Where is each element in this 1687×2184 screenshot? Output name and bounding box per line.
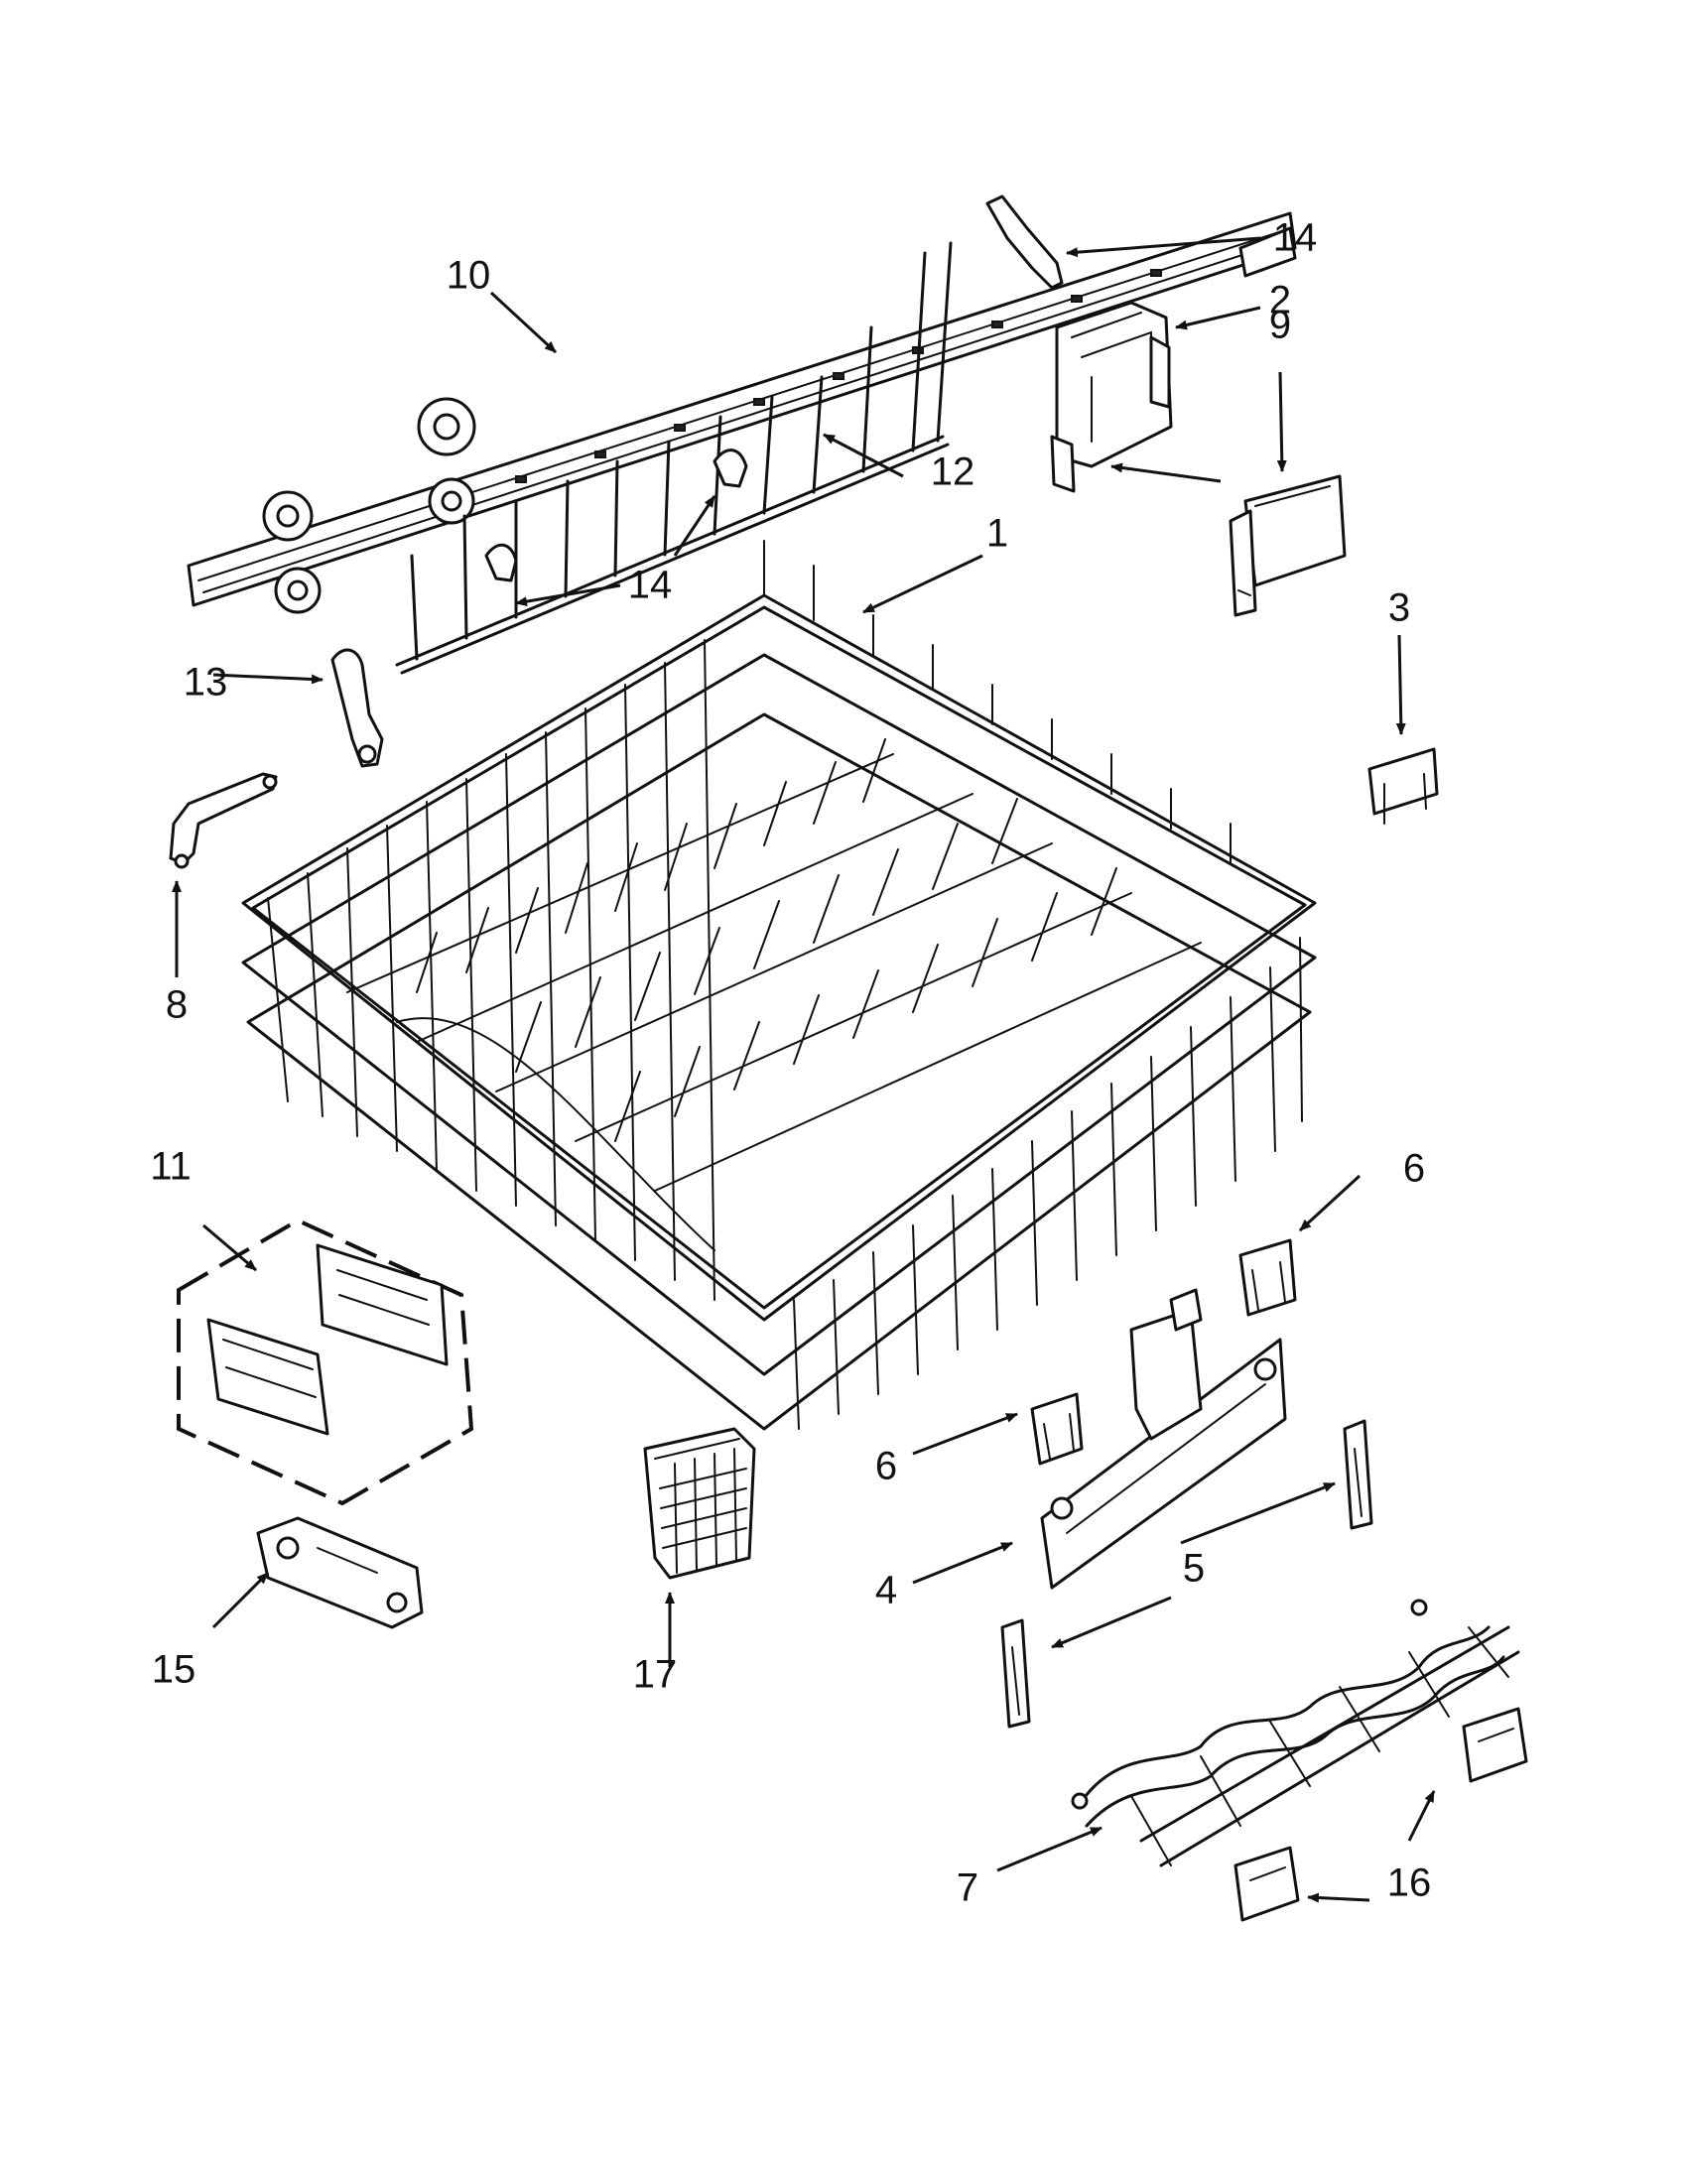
callout-10: 10 [447, 254, 491, 298]
part-3-clip [1367, 747, 1439, 825]
part-9-cover [1229, 474, 1347, 617]
part-11-kit [177, 1218, 474, 1506]
part-1-upper-rack [241, 540, 1317, 1431]
callout-4: 4 [875, 1569, 897, 1612]
leader-lines [172, 236, 1436, 1903]
part-6-clip-right [1238, 1238, 1297, 1317]
part-6-clip-left [1030, 1392, 1084, 1466]
part-17-basket [643, 1427, 756, 1580]
callout-3: 3 [1388, 586, 1410, 630]
part-4-adjuster-assembly [1040, 1288, 1287, 1590]
part-5-stop-right [1343, 1419, 1373, 1530]
callout-12: 12 [931, 450, 975, 494]
part-16-cap-left [1233, 1846, 1300, 1922]
part-8-lever [169, 772, 278, 869]
part-7-wire-rack [1071, 1599, 1520, 1867]
part-15-bracket [256, 1516, 424, 1629]
callout-2: 2 [1269, 279, 1291, 322]
callout-11: 11 [150, 1145, 192, 1189]
part-10-rack-rail [187, 211, 1297, 614]
callout-16: 16 [1387, 1862, 1432, 1905]
callout-17: 17 [633, 1653, 678, 1697]
callout-5: 5 [1183, 1547, 1205, 1591]
part-5-stop-left [1000, 1618, 1031, 1729]
callout-14: 14 [628, 564, 673, 607]
callout-14: 14 [1273, 216, 1318, 260]
callout-7: 7 [957, 1866, 978, 1910]
callout-9: 9 [1269, 304, 1291, 347]
callout-8: 8 [166, 983, 188, 1027]
part-14-clip-top [985, 194, 1064, 290]
callout-15: 15 [152, 1648, 196, 1692]
callout-6: 6 [1403, 1147, 1425, 1191]
part-2-adjuster [1050, 301, 1173, 493]
part-13-hinge-clip [330, 648, 384, 768]
callout-labels: 1 2 3 4 5 6 6 7 8 9 10 11 12 13 14 14 15… [150, 216, 1431, 1910]
callout-13: 13 [184, 661, 228, 705]
part-16-cap-right [1462, 1707, 1528, 1783]
part-12-tine-row [395, 241, 953, 675]
callout-6: 6 [875, 1445, 897, 1488]
callout-1: 1 [986, 512, 1008, 556]
